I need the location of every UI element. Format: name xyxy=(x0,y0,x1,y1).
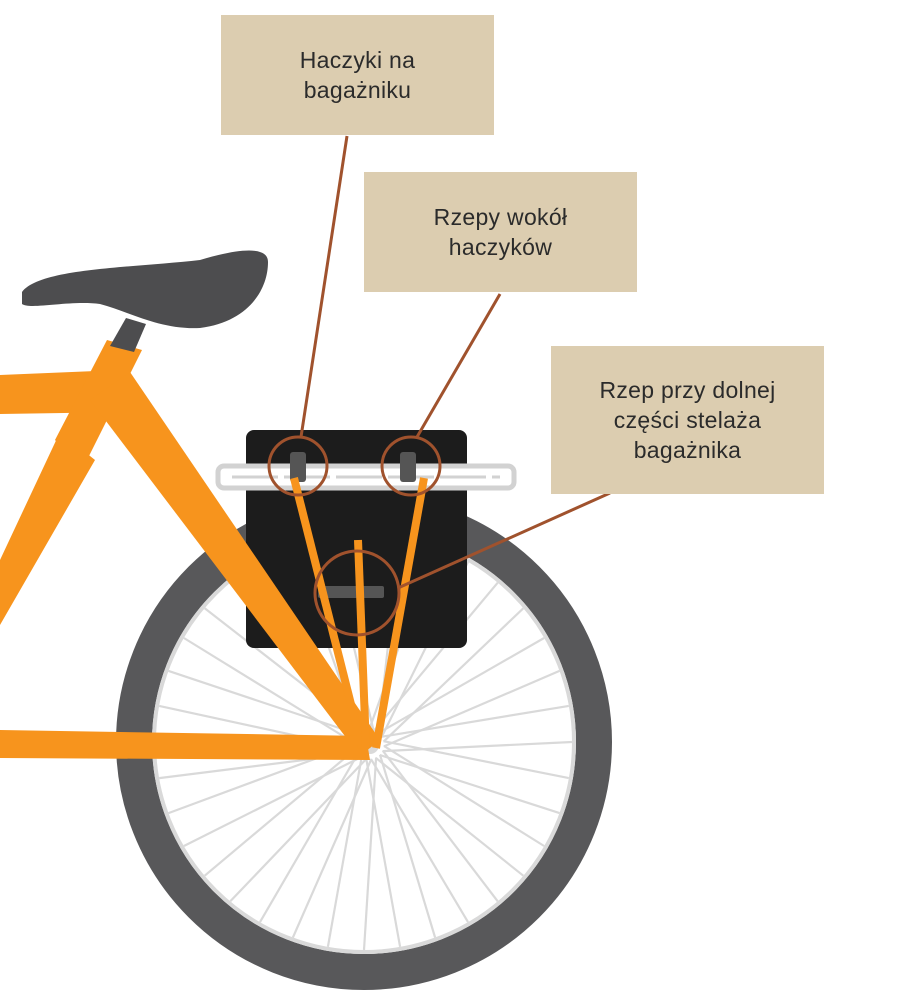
saddle-assembly xyxy=(22,250,268,352)
highlights xyxy=(267,435,442,637)
spoke xyxy=(383,669,560,748)
bottom-strap xyxy=(318,586,384,598)
bike-frame xyxy=(0,340,428,760)
rack-strut-left xyxy=(290,477,366,749)
highlight-bottom-strap xyxy=(313,549,401,637)
spoke xyxy=(378,754,437,938)
seatpost xyxy=(110,318,146,352)
spoke xyxy=(370,758,469,923)
leader-lines xyxy=(299,135,611,590)
spoke xyxy=(326,756,363,947)
spoke xyxy=(168,669,361,737)
spoke xyxy=(362,757,378,951)
leader-hooks xyxy=(299,135,349,438)
callout-velcro-text: Rzepy wokół haczyków xyxy=(433,204,568,260)
spoke xyxy=(381,750,499,902)
saddle xyxy=(22,250,268,329)
leader-velcro xyxy=(415,293,502,438)
spoke xyxy=(259,752,360,923)
spoke xyxy=(372,581,499,733)
callout-velcro-around-hooks: Rzepy wokół haczyków xyxy=(364,172,637,292)
spoke xyxy=(377,637,545,735)
spoke xyxy=(183,755,363,847)
spoke xyxy=(229,757,368,903)
wheel-spokes xyxy=(155,533,573,951)
leader-bottom xyxy=(397,491,611,590)
spoke xyxy=(381,704,569,738)
spoke xyxy=(383,740,570,780)
callout-hooks: Haczyki na bagażniku xyxy=(221,15,494,135)
highlight-hook-right xyxy=(380,435,442,497)
spoke xyxy=(203,747,358,877)
spoke xyxy=(375,756,524,877)
seat-stay xyxy=(90,372,380,756)
spoke xyxy=(291,758,373,938)
down-tube xyxy=(0,432,95,625)
spoke xyxy=(379,753,560,815)
callout-bottom-text: Rzep przy dolnej części stelaża bagażnik… xyxy=(599,377,776,463)
hook-right xyxy=(400,452,416,482)
spoke xyxy=(383,745,545,847)
rack-strut-center xyxy=(354,539,370,749)
spoke xyxy=(365,758,402,947)
spoke xyxy=(183,637,357,745)
highlight-hook-left xyxy=(267,435,329,497)
spoke xyxy=(382,607,525,743)
callout-bottom-velcro: Rzep przy dolnej części stelaża bagażnik… xyxy=(551,346,824,494)
rack-strut-right xyxy=(372,477,428,749)
spoke xyxy=(382,740,573,753)
chain-stay xyxy=(0,730,370,760)
hook-left xyxy=(290,452,306,482)
callout-hooks-text: Haczyki na bagażniku xyxy=(299,47,416,103)
